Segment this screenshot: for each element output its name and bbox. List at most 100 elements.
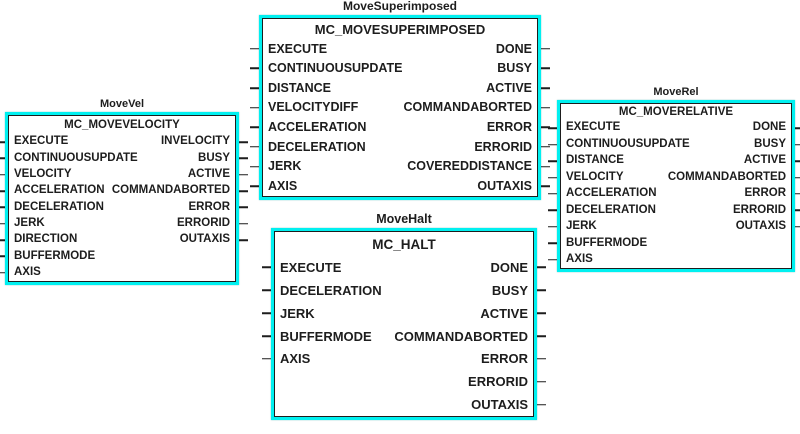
output-pin[interactable] — [541, 185, 550, 187]
function-block-movesuperimposed[interactable]: MoveSuperimposed MC_MOVESUPERIMPOSED EXE… — [250, 0, 550, 200]
output-pin[interactable] — [795, 176, 800, 179]
output-pin[interactable] — [541, 106, 550, 109]
output-pin[interactable] — [239, 174, 248, 176]
pin-row: AXIS — [0, 265, 235, 281]
input-pin[interactable] — [548, 160, 557, 162]
output-pin[interactable] — [537, 289, 546, 292]
input-pin-label: JERK — [14, 217, 45, 230]
block-type-name: MC_MOVEVELOCITY — [64, 119, 180, 131]
output-pin[interactable] — [795, 160, 800, 162]
input-pin[interactable] — [548, 176, 557, 179]
input-pin[interactable] — [250, 146, 259, 148]
input-pin-label: BUFFERMODE — [14, 249, 96, 262]
output-pin[interactable] — [239, 157, 248, 160]
output-pin[interactable] — [537, 335, 546, 337]
input-pin[interactable] — [0, 255, 5, 258]
output-pin[interactable] — [541, 67, 550, 70]
input-pin[interactable] — [548, 127, 557, 129]
input-pin[interactable] — [250, 87, 259, 89]
output-pin[interactable] — [239, 190, 248, 192]
output-pin-label: ERROR — [744, 187, 786, 200]
input-pin[interactable] — [0, 272, 5, 274]
input-pin[interactable] — [0, 190, 5, 192]
input-pin-label: AXIS — [566, 252, 593, 265]
output-pin[interactable] — [541, 87, 550, 89]
input-pin[interactable] — [262, 266, 271, 269]
block-instance-name: MoveHalt — [376, 212, 432, 226]
block-instance-name: MoveRel — [653, 86, 699, 98]
input-pin[interactable] — [250, 106, 259, 109]
input-pin[interactable] — [250, 165, 259, 168]
input-pin[interactable] — [0, 223, 5, 225]
input-pin[interactable] — [262, 335, 271, 337]
input-pin[interactable] — [262, 312, 271, 314]
pin-row: EXECUTE DONE — [250, 39, 550, 59]
input-pin[interactable] — [548, 209, 557, 212]
output-pin[interactable] — [537, 358, 546, 360]
output-pin[interactable] — [795, 193, 800, 195]
output-pin[interactable] — [537, 312, 546, 314]
input-pin[interactable] — [250, 67, 259, 70]
output-pin-label: ACTIVE — [187, 168, 230, 181]
input-pin[interactable] — [0, 239, 5, 241]
input-pin[interactable] — [262, 289, 271, 292]
output-pin[interactable] — [239, 141, 248, 143]
output-pin-label: BUSY — [497, 61, 532, 76]
input-pin[interactable] — [548, 143, 557, 146]
input-pin[interactable] — [548, 258, 557, 261]
input-pin-label: ACCELERATION — [14, 184, 105, 197]
output-pin[interactable] — [239, 206, 248, 209]
input-pin[interactable] — [262, 358, 271, 360]
input-pin[interactable] — [250, 126, 259, 129]
output-pin-label: ERRORID — [732, 203, 786, 216]
output-pin-label: DONE — [495, 41, 532, 56]
output-pin[interactable] — [537, 266, 546, 269]
input-pin-label: ACCELERATION — [566, 187, 657, 200]
output-pin[interactable] — [795, 209, 800, 212]
output-pin-label: OUTAXIS — [477, 178, 532, 193]
output-pin[interactable] — [795, 143, 800, 146]
input-pin[interactable] — [0, 174, 5, 176]
output-pin[interactable] — [537, 403, 546, 406]
input-pin-label: EXECUTE — [268, 41, 328, 56]
input-pin[interactable] — [548, 226, 557, 228]
output-pin[interactable] — [541, 126, 550, 129]
output-pin-label: OUTAXIS — [735, 220, 786, 233]
input-pin[interactable] — [0, 141, 5, 143]
input-pin[interactable] — [250, 185, 259, 187]
output-pin[interactable] — [239, 239, 248, 241]
input-pin-label: EXECUTE — [280, 259, 342, 275]
input-pin-label: AXIS — [268, 178, 298, 193]
output-pin[interactable] — [541, 48, 550, 50]
input-pin-label: AXIS — [14, 266, 41, 279]
output-pin[interactable] — [795, 127, 800, 129]
input-pin-label: DECELERATION — [280, 282, 382, 298]
output-pin[interactable] — [541, 165, 550, 168]
input-pin-label: VELOCITYDIFF — [268, 100, 359, 115]
input-pin[interactable] — [250, 48, 259, 50]
output-pin-label: ERRORID — [474, 139, 532, 154]
output-pin[interactable] — [537, 380, 546, 383]
pin-row: BUFFERMODE — [0, 248, 235, 264]
input-pin[interactable] — [548, 242, 557, 245]
input-pin[interactable] — [0, 157, 5, 160]
input-pin[interactable] — [0, 206, 5, 209]
output-pin[interactable] — [541, 146, 550, 148]
output-pin[interactable] — [239, 223, 248, 225]
pin-row: ERRORID — [275, 370, 546, 393]
output-pin[interactable] — [795, 226, 800, 228]
input-pin[interactable] — [548, 193, 557, 195]
